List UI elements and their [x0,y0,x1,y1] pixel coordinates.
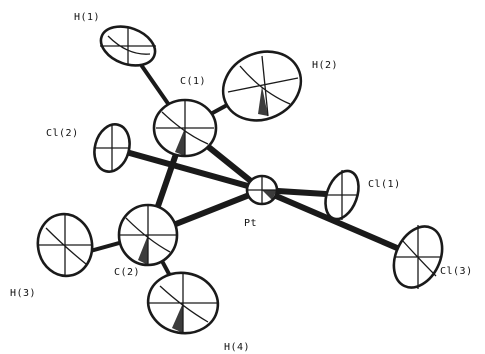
octant-h3 [38,214,92,276]
atom-h4 [146,271,220,335]
octant-fill-h4 [172,303,183,333]
atom-c1 [152,98,218,158]
octant-h2 [227,55,299,117]
octant-fill-c2 [138,235,148,265]
label-cl3: Cl(3) [440,266,473,277]
label-h1: H(1) [74,12,100,23]
label-cl2: Cl(2) [46,128,79,139]
octant-fill-h2 [258,86,268,116]
label-cl1: Cl(1) [368,179,401,190]
octant-cl2 [96,124,128,172]
bond-cl2-pt [109,145,265,193]
octant-h1 [100,28,156,64]
label-h4: H(4) [224,342,250,353]
octant-fill-pt [262,190,277,200]
label-pt: Pt [244,218,257,229]
atom-pt [245,174,279,206]
label-h3: H(3) [10,288,36,299]
atom-c2 [117,203,179,267]
label-c2: C(2) [114,267,140,278]
octant-fill-c1 [175,128,185,156]
atom-cl2 [93,123,131,173]
octant-cl3 [396,225,440,289]
octant-cl1 [327,170,357,220]
label-h2: H(2) [312,60,338,71]
bond-pt-cl3 [259,187,421,260]
atom-cl3 [392,225,444,289]
atom-cl1 [324,169,360,221]
label-c1: C(1) [180,76,206,87]
atom-h1 [99,25,157,67]
atom-h3 [36,212,94,278]
atom-h2 [221,50,303,122]
